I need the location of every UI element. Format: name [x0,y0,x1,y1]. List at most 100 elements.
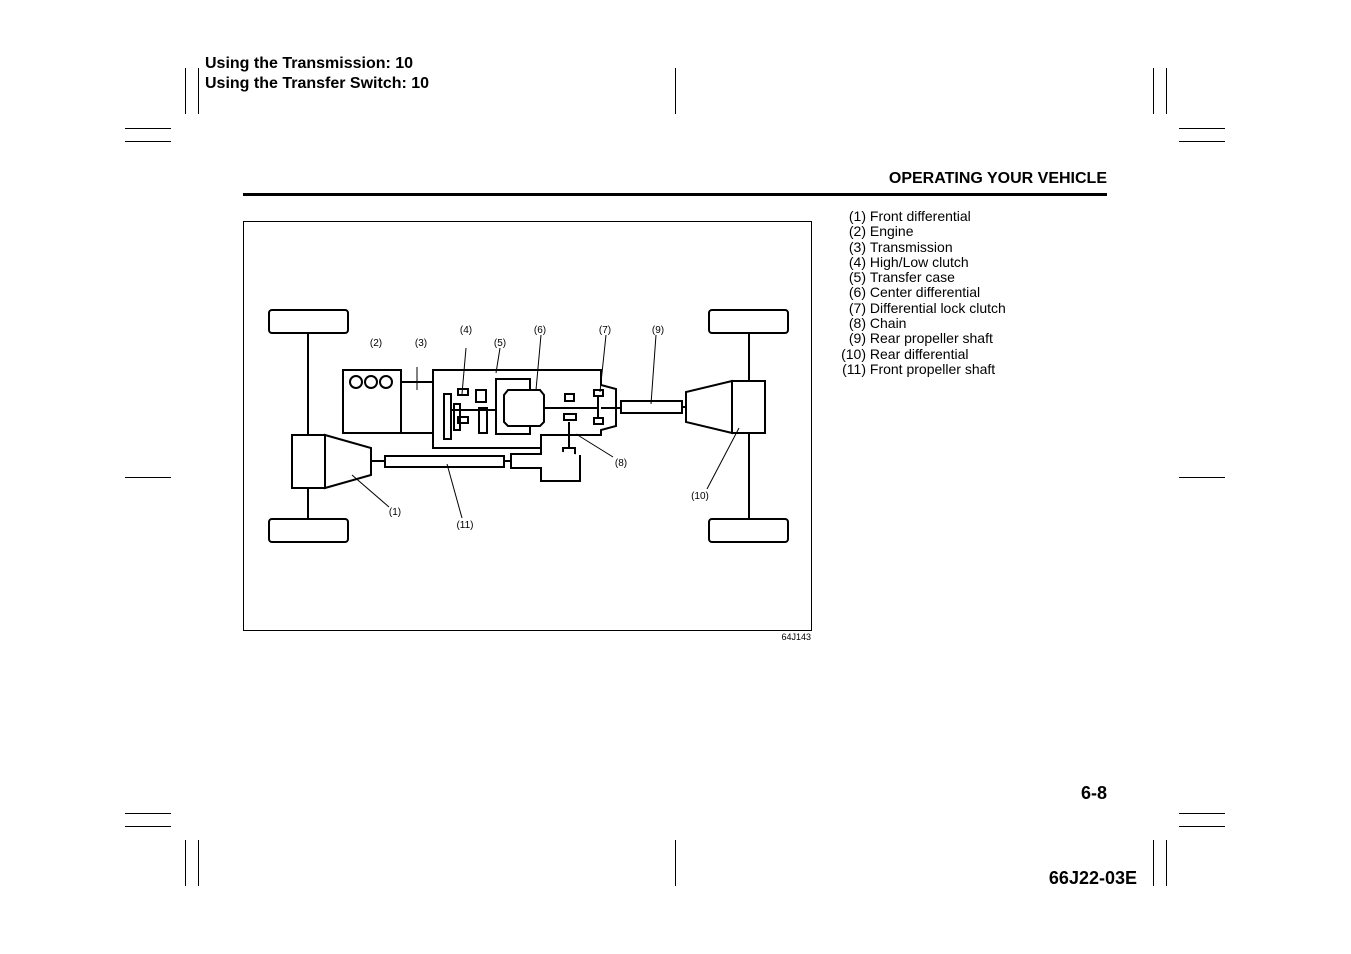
front-wheel-bottom [268,518,349,543]
leader-11 [446,463,463,519]
engine-cylinder [364,375,378,389]
crop-mark [1166,68,1167,114]
callout-1: (1) [389,507,401,518]
crop-mark [1179,141,1225,142]
front-propeller-shaft [384,455,505,468]
crop-mark [1179,128,1225,129]
leader-6 [535,334,542,391]
crop-mark [125,826,171,827]
front-output-housing [510,448,581,482]
leader-1 [351,474,390,508]
legend-item: (5) Transfer case [836,269,1006,286]
leader-lines [351,334,740,519]
leader-8 [575,433,614,458]
crop-mark [1179,813,1225,814]
legend-item: (1) Front differential [836,208,1006,224]
crop-mark [125,128,171,129]
legend-text: Front differential [869,208,971,224]
document-code: 66J22-03E [1048,868,1137,888]
crop-mark [675,68,676,114]
drivetrain-figure: (1) (2) (3) (4) (5) (6) (7) (8) (9) (10)… [243,221,812,631]
legend-text: Rear differential [869,345,969,362]
callout-4: (4) [460,325,472,336]
legend-text: Transmission [869,238,953,255]
engine-cylinder [379,375,393,389]
callout-3: (3) [415,338,427,349]
crop-mark [1153,68,1154,114]
figure-code: 64J143 [781,632,811,642]
legend-text: Differential lock clutch [869,299,1006,316]
leader-7 [599,334,607,393]
callout-11: (11) [456,520,473,531]
section-rule [243,193,1107,196]
front-wheel-top [268,309,349,334]
crop-mark [125,477,171,478]
legend-text: Rear propeller shaft [869,330,993,347]
legend-item: (7) Differential lock clutch [836,299,1006,316]
crop-mark [1179,477,1225,478]
crop-mark [185,68,186,114]
drivetrain-diagram: (1) (2) (3) (4) (5) (6) (7) (8) (9) (10)… [268,309,789,543]
front-differential-housing [324,433,372,490]
rear-differential [731,380,766,434]
crop-mark [675,840,676,886]
legend-item: (4) High/Low clutch [836,253,1006,270]
high-low-clutch [457,388,469,396]
header-line-1: Using the Transmission: 10 [205,55,414,72]
transmission [400,381,434,434]
center-differential [503,389,545,427]
crop-mark [198,68,199,114]
legend-number: (2) [848,223,866,240]
legend-item: (9) Rear propeller shaft [836,330,1006,347]
legend-text: Center differential [869,284,981,301]
callout-2: (2) [370,338,382,349]
crop-mark [125,813,171,814]
legend-item: (11) Front propeller shaft [836,360,1006,377]
callout-10: (10) [691,491,709,502]
legend-text: Transfer case [869,269,955,286]
callout-8: (8) [615,458,627,469]
rear-differential-housing [685,379,733,435]
rear-wheel-bottom [708,518,789,543]
leader-5 [495,347,501,374]
high-low-gear [443,393,452,440]
section-title: OPERATING YOUR VEHICLE [888,170,1107,187]
leader-9 [650,334,657,405]
legend-number: (5) [848,269,866,286]
legend-number: (9) [848,330,866,347]
callout-9: (9) [652,325,664,336]
callout-5: (5) [494,338,506,349]
leader-10 [706,427,740,490]
crop-mark [1153,840,1154,886]
legend-text: Front propeller shaft [869,360,996,377]
legend-number: (3) [848,238,866,255]
leader-4 [461,347,467,395]
legend-number: (4) [848,253,866,270]
legend-item: (2) Engine [836,223,1006,240]
callout-7: (7) [599,325,611,336]
crop-mark [1179,826,1225,827]
high-low-clutch [457,416,469,424]
callout-6: (6) [534,325,546,336]
legend-number: (6) [848,284,866,301]
legend-item: (8) Chain [836,315,1006,332]
legend-item: (3) Transmission [836,238,1006,255]
running-header: Using the Transmission: 10 Using the Tra… [205,54,429,94]
crop-mark [198,840,199,886]
legend-number: (1) [848,208,866,224]
legend-number: (8) [848,315,866,332]
engine-cylinder [349,375,363,389]
legend-item: (10) Rear differential [836,345,1006,362]
header-line-2: Using the Transfer Switch: 10 [205,75,430,92]
crop-mark [1166,840,1167,886]
legend-number: (11) [842,360,866,377]
front-differential [291,434,326,489]
legend-item: (6) Center differential [836,284,1006,301]
high-low-gear [475,389,487,403]
diff-lock-gear [564,393,575,402]
rear-wheel-top [708,309,789,334]
crop-mark [185,840,186,886]
legend-number: (10) [841,345,866,362]
legend-text: Engine [869,223,914,240]
page-number: 6-8 [1080,783,1107,803]
